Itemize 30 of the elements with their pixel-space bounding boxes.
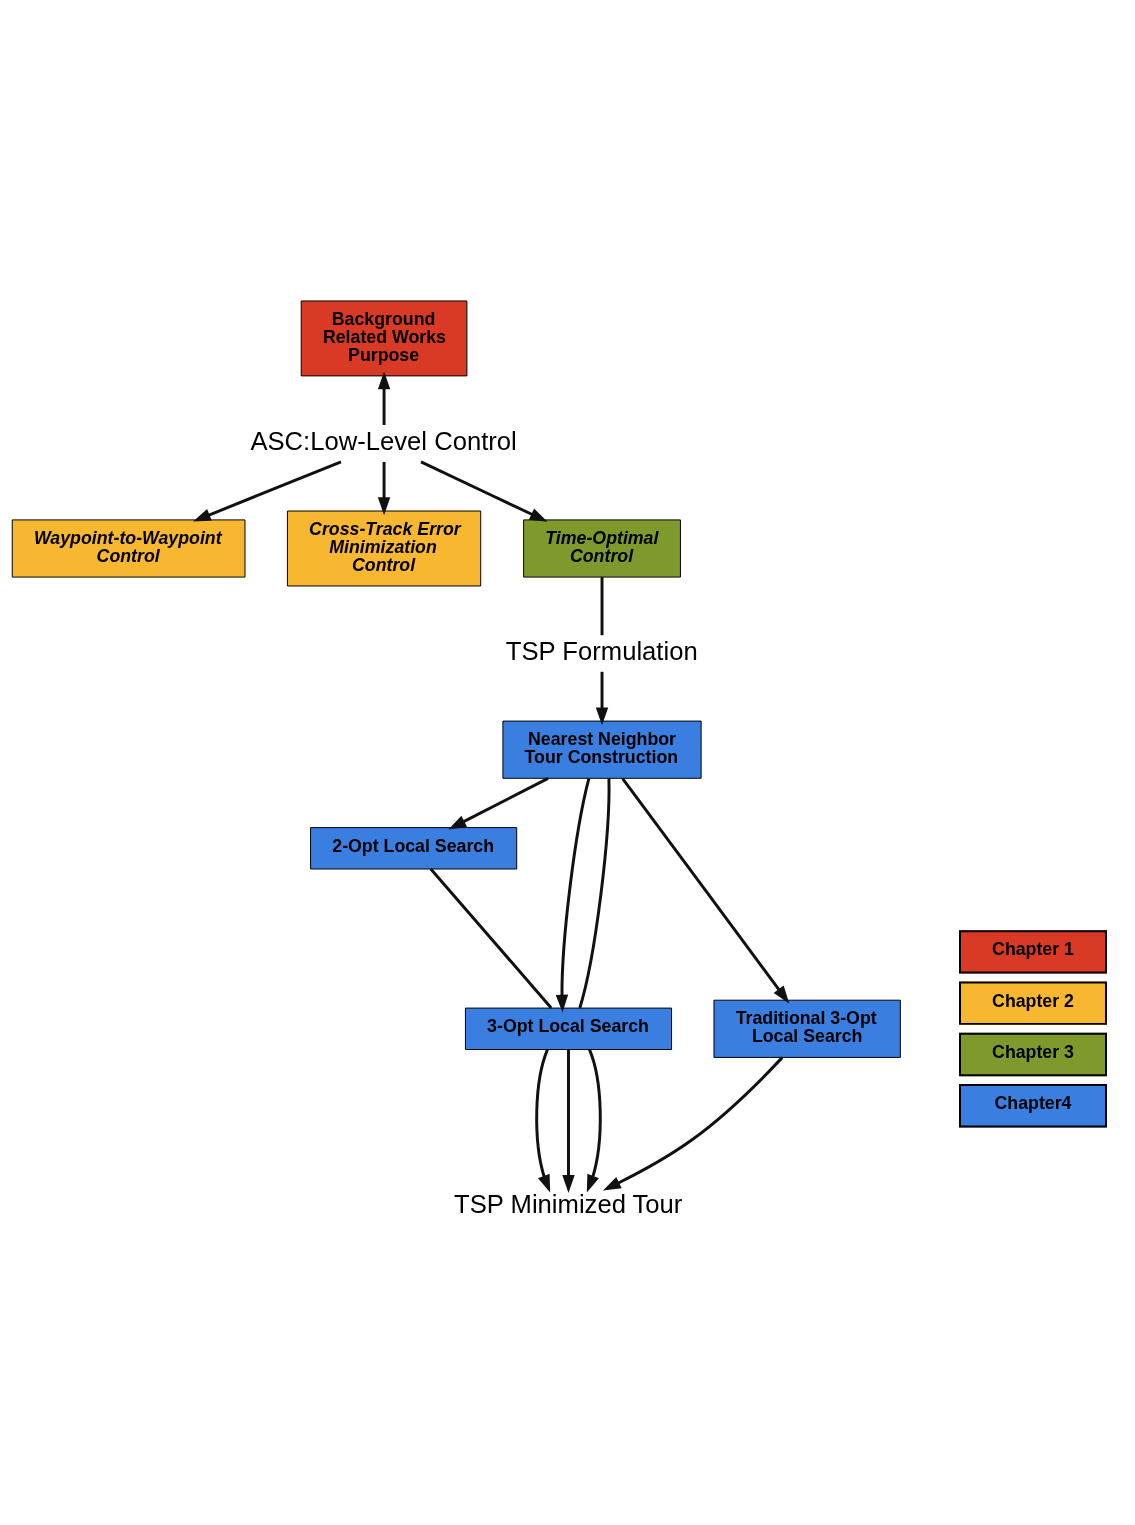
arrow (448, 776, 549, 829)
node-text: ASC:Low-Level Control (250, 426, 517, 455)
arrow (193, 459, 342, 522)
legend-label: Chapter 3 (992, 1041, 1074, 1062)
arrow (555, 777, 591, 1013)
arrow (420, 460, 548, 522)
node-box: Time-Optimal Control (523, 518, 681, 578)
connector (429, 867, 553, 1009)
node-box: 3-Opt Local Search (464, 1007, 673, 1050)
arrow (377, 371, 391, 425)
arrow (595, 671, 609, 725)
arrow (562, 1049, 575, 1193)
node-box: Traditional 3-Opt Local Search (713, 999, 901, 1058)
legend-label: Chapter 2 (992, 990, 1074, 1010)
node-box: Waypoint-to-Waypoint Control (11, 518, 246, 578)
arrow (603, 1056, 784, 1190)
node-box: 2-Opt Local Search (310, 826, 518, 869)
node-box: Nearest Neighbor Tour Construction (502, 720, 702, 779)
legend-label: Chapter4 (994, 1092, 1072, 1113)
node-text: TSP Formulation (505, 636, 698, 665)
connector (600, 576, 604, 635)
arrow (377, 461, 391, 515)
arrow (586, 1048, 602, 1193)
arrow (535, 1048, 551, 1193)
node-text: TSP Minimized Tour (454, 1189, 683, 1218)
connector (578, 778, 611, 1008)
legend-label: Chapter 1 (992, 938, 1074, 959)
node-box: Background Related Works Purpose (300, 299, 468, 376)
arrow (621, 777, 790, 1004)
node-box: Cross-Track Error Minimization Control (286, 510, 482, 586)
